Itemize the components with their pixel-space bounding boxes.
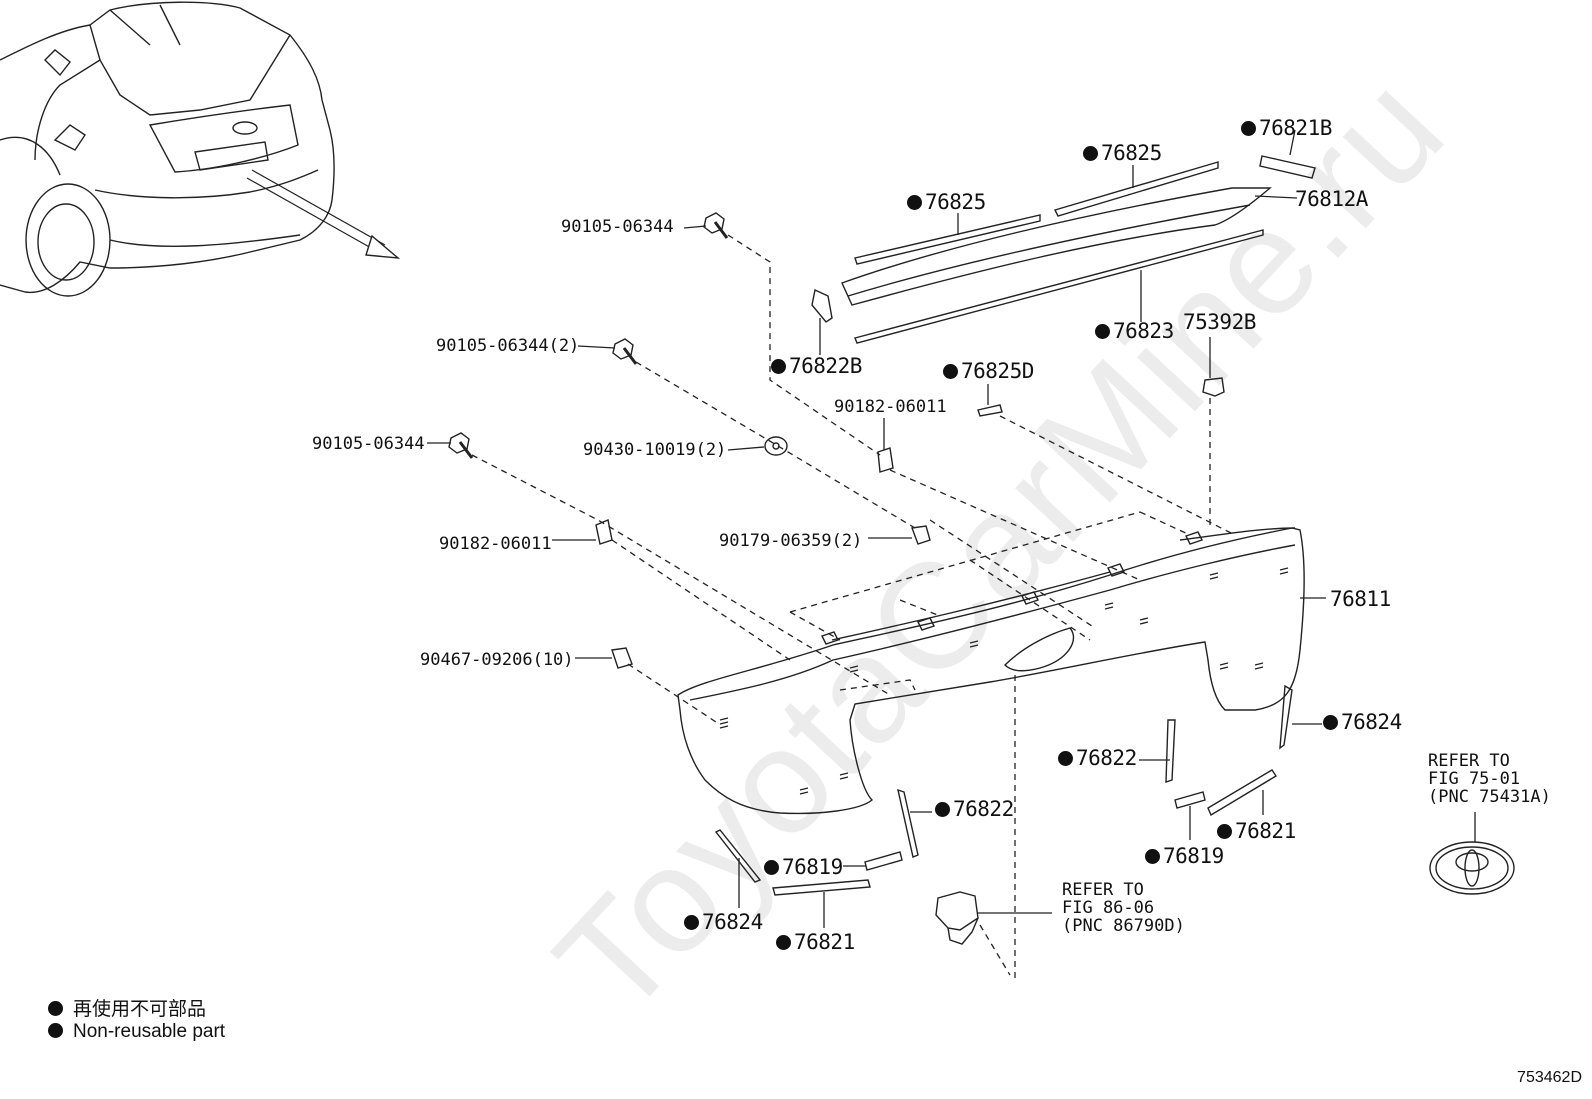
label-90430-10019: 90430-10019(2) bbox=[583, 440, 727, 460]
non-reusable-dot-icon bbox=[48, 1023, 63, 1038]
label-90467-09206: 90467-09206(10) bbox=[420, 650, 574, 670]
non-reusable-dot-icon bbox=[776, 935, 791, 950]
non-reusable-dot-icon bbox=[48, 1001, 63, 1016]
label-76822-right: 76822 bbox=[1058, 748, 1137, 769]
non-reusable-dot-icon bbox=[684, 915, 699, 930]
car-rear-illustration bbox=[0, 1, 335, 297]
non-reusable-dot-icon bbox=[1095, 324, 1110, 339]
non-reusable-dot-icon bbox=[1058, 751, 1073, 766]
label-76821-left: 76821 bbox=[776, 932, 855, 953]
label-76811: 76811 bbox=[1330, 587, 1391, 611]
non-reusable-dot-icon bbox=[764, 860, 779, 875]
reference-fig-75-01: REFER TO FIG 75-01 (PNC 75431A) bbox=[1428, 751, 1551, 807]
label-90179-06359: 90179-06359(2) bbox=[719, 531, 863, 551]
label-76824-left: 76824 bbox=[684, 912, 763, 933]
non-reusable-dot-icon bbox=[771, 359, 786, 374]
bolt-icons bbox=[448, 212, 729, 459]
label-76825-upper: 76825 bbox=[1083, 143, 1162, 164]
non-reusable-dot-icon bbox=[1145, 849, 1160, 864]
label-76821-right: 76821 bbox=[1217, 821, 1296, 842]
label-90182-06011-lower: 90182-06011 bbox=[439, 534, 552, 554]
label-76819-right: 76819 bbox=[1145, 846, 1224, 867]
non-reusable-dot-icon bbox=[943, 364, 958, 379]
label-76822-left: 76822 bbox=[935, 799, 1014, 820]
label-76825D: 76825D bbox=[943, 361, 1034, 382]
label-76825-lower: 76825 bbox=[907, 192, 986, 213]
legend-en: Non-reusable part bbox=[48, 1021, 225, 1043]
non-reusable-dot-icon bbox=[1217, 824, 1232, 839]
label-76824-right: 76824 bbox=[1323, 712, 1402, 733]
reference-fig-86-06: REFER TO FIG 86-06 (PNC 86790D) bbox=[1062, 880, 1185, 936]
label-75392B: 75392B bbox=[1183, 310, 1256, 334]
label-90105-06344-top: 90105-06344 bbox=[561, 217, 674, 237]
non-reusable-dot-icon bbox=[1083, 146, 1098, 161]
label-76812A: 76812A bbox=[1295, 187, 1368, 211]
legend-jp: 再使用不可部品 bbox=[48, 994, 206, 1021]
non-reusable-dot-icon bbox=[935, 802, 950, 817]
label-90182-06011-upper: 90182-06011 bbox=[834, 397, 947, 417]
non-reusable-dot-icon bbox=[907, 195, 922, 210]
label-90105-06344-2: 90105-06344(2) bbox=[436, 336, 580, 356]
label-76822B: 76822B bbox=[771, 356, 862, 377]
label-76823: 76823 bbox=[1095, 321, 1174, 342]
diagram-code: 753462D bbox=[1517, 1069, 1582, 1086]
label-76819-left: 76819 bbox=[764, 857, 843, 878]
label-76821B: 76821B bbox=[1241, 118, 1332, 139]
non-reusable-dot-icon bbox=[1323, 715, 1338, 730]
non-reusable-dot-icon bbox=[1241, 121, 1256, 136]
label-90105-06344-left: 90105-06344 bbox=[312, 434, 425, 454]
